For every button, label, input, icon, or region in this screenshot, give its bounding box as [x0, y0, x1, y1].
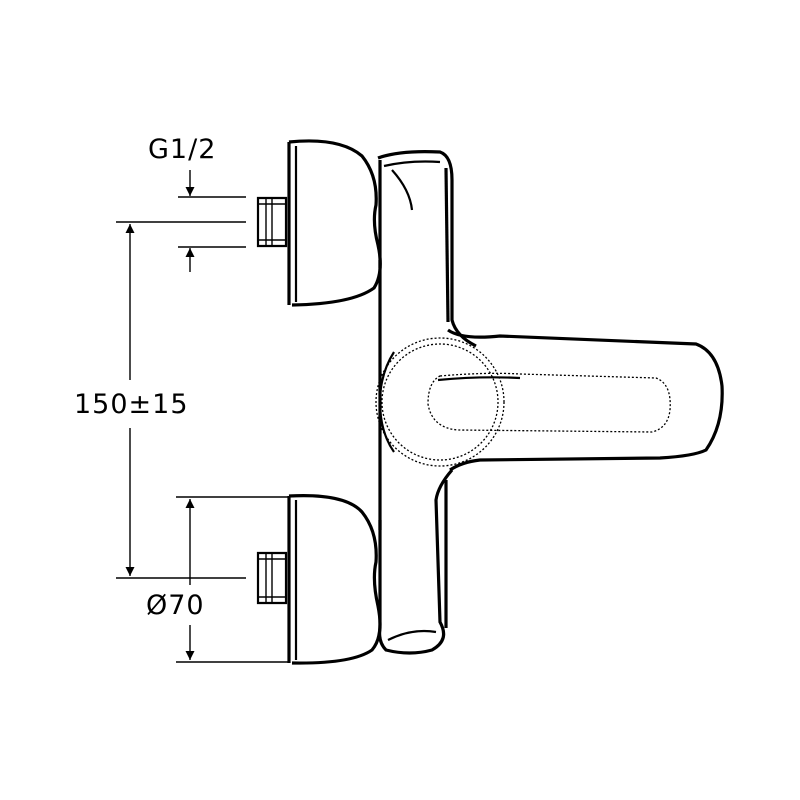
lever-handle [375, 328, 724, 472]
diameter-label: Ø70 [146, 590, 205, 621]
lower-inlet [256, 494, 382, 665]
upper-inlet [256, 139, 382, 307]
mixer-body [377, 150, 477, 655]
thread-dimension [178, 170, 246, 272]
center-distance-dimension [116, 221, 246, 579]
thread-size-label: G1/2 [148, 134, 216, 165]
center-distance-label: 150±15 [74, 389, 189, 420]
diameter-dimension [176, 496, 290, 663]
